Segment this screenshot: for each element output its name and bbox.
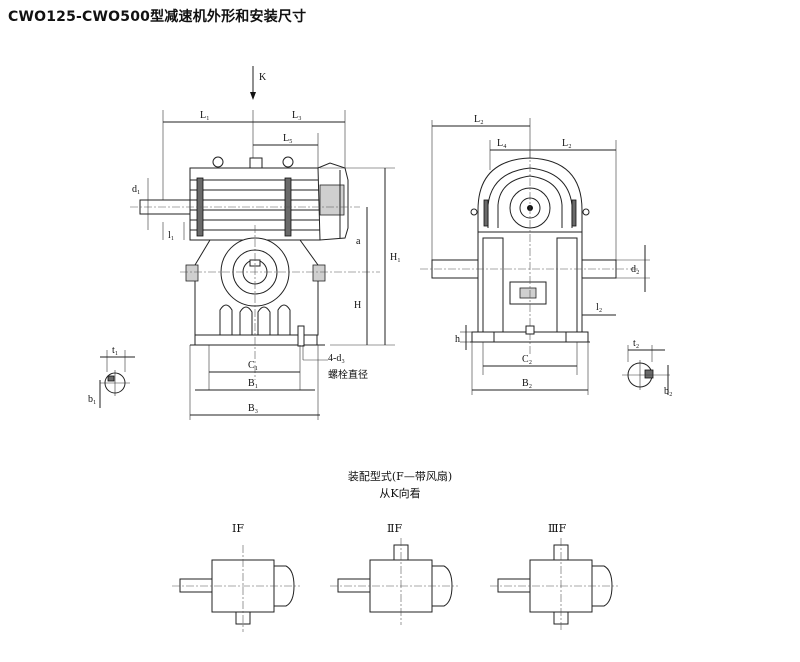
dim-L1: L₁ (200, 110, 210, 121)
dim-C2: C₂ (522, 354, 532, 365)
dim-h: h (455, 334, 460, 345)
dim-L3: L₃ (292, 110, 302, 121)
dim-t2: t₂ (633, 338, 639, 349)
dim-K: K (259, 72, 267, 83)
assembly-caption: 装配型式(F—带风扇) (348, 469, 452, 483)
input-shaft-section: t₁ b₁ (88, 345, 135, 408)
dim-C1: C₁ (248, 360, 258, 371)
variant-label-1: ⅠF (232, 522, 244, 535)
assembly-variant-2: ⅡF (330, 522, 458, 625)
dim-b2: b₂ (664, 386, 673, 397)
dim-L2-right: L₂ (562, 138, 572, 149)
dim-H1: H₁ (390, 252, 401, 263)
dim-B3: B₃ (248, 403, 258, 414)
assembly-variant-3: ⅢF (490, 522, 618, 632)
dim-d2: d₂ (631, 264, 640, 275)
dim-B2: B₂ (522, 378, 532, 389)
dim-l2: l₂ (596, 302, 602, 313)
dim-L5: L₅ (283, 133, 293, 144)
bolt-diameter-label: 螺栓直径 (328, 368, 368, 381)
page-title: CWO125-CWO500型减速机外形和安装尺寸 (8, 9, 307, 25)
dim-d3: 4-d₃ (328, 353, 345, 364)
output-shaft-section: t₂ b₂ (622, 338, 673, 397)
dim-l1: l₁ (168, 230, 174, 241)
assembly-variant-1: ⅠF (172, 522, 300, 632)
dim-H: H (354, 300, 361, 311)
dim-a: a (356, 236, 361, 247)
view-direction-caption: 从K向看 (379, 486, 420, 500)
dim-L4: L₄ (497, 138, 507, 149)
side-view: L₂ L₄ L₂ d₂ (420, 114, 650, 395)
front-view: K L₁ L₃ L₅ (130, 66, 401, 420)
variant-label-3: ⅢF (548, 522, 567, 535)
dim-t1: t₁ (112, 345, 118, 356)
dim-d1: d₁ (132, 184, 141, 195)
variant-label-2: ⅡF (387, 522, 402, 535)
dim-b1: b₁ (88, 394, 97, 405)
dim-L2-top: L₂ (474, 114, 484, 125)
dim-B1: B₁ (248, 378, 258, 389)
